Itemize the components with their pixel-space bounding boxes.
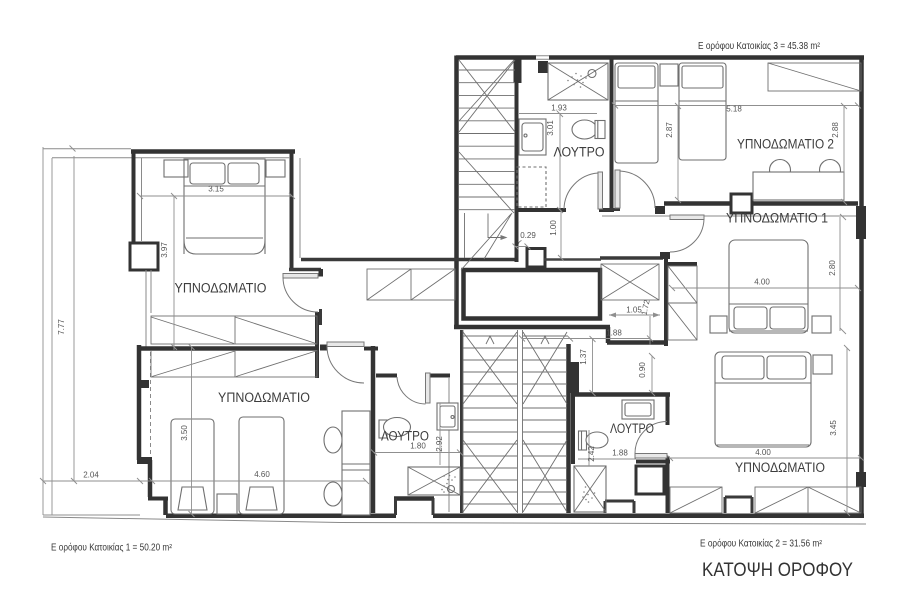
svg-text:2.04: 2.04 xyxy=(83,471,99,480)
svg-text:3.01: 3.01 xyxy=(546,120,555,136)
svg-text:0.90: 0.90 xyxy=(638,362,647,378)
svg-text:4.60: 4.60 xyxy=(254,470,270,479)
svg-text:2.87: 2.87 xyxy=(665,122,674,138)
svg-text:2.88: 2.88 xyxy=(831,122,840,138)
svg-text:ΛΟΥΤΡΟ: ΛΟΥΤΡΟ xyxy=(554,145,605,160)
svg-text:Ε ορόφου Κατοικίας 2 = 31.56 m: Ε ορόφου Κατοικίας 2 = 31.56 m² xyxy=(700,539,823,550)
svg-text:7.77: 7.77 xyxy=(57,319,66,335)
svg-text:3.97: 3.97 xyxy=(160,242,169,258)
svg-text:ΥΠΝΟΔΩΜΑΤΙΟ: ΥΠΝΟΔΩΜΑΤΙΟ xyxy=(218,390,310,405)
svg-text:4.00: 4.00 xyxy=(754,278,770,287)
svg-text:1.88: 1.88 xyxy=(606,329,622,338)
svg-text:1.88: 1.88 xyxy=(612,449,628,458)
svg-text:2.42: 2.42 xyxy=(587,446,596,462)
svg-text:ΛΟΥΤΡΟ: ΛΟΥΤΡΟ xyxy=(610,421,654,436)
svg-text:3.50: 3.50 xyxy=(180,425,189,441)
svg-text:1.00: 1.00 xyxy=(549,220,558,236)
svg-text:2.80: 2.80 xyxy=(828,260,837,276)
svg-text:1.72: 1.72 xyxy=(640,298,652,316)
svg-text:ΥΠΝΟΔΩΜΑΤΙΟ 2: ΥΠΝΟΔΩΜΑΤΙΟ 2 xyxy=(737,137,834,152)
svg-text:ΥΠΝΟΔΩΜΑΤΙΟ 1: ΥΠΝΟΔΩΜΑΤΙΟ 1 xyxy=(726,211,828,226)
svg-text:ΥΠΝΟΔΩΜΑΤΙΟ: ΥΠΝΟΔΩΜΑΤΙΟ xyxy=(175,281,267,296)
svg-text:3.15: 3.15 xyxy=(208,185,224,194)
svg-text:0.29: 0.29 xyxy=(520,231,536,240)
svg-text:ΚΑΤΟΨΗ ΟΡΟΦΟΥ: ΚΑΤΟΨΗ ΟΡΟΦΟΥ xyxy=(702,559,853,581)
svg-text:1.80: 1.80 xyxy=(410,442,426,451)
svg-text:Ε ορόφου Κατοικίας 1 = 50.20 m: Ε ορόφου Κατοικίας 1 = 50.20 m² xyxy=(51,543,173,554)
svg-text:1.93: 1.93 xyxy=(551,104,567,113)
svg-text:4.00: 4.00 xyxy=(755,448,771,457)
svg-text:2.92: 2.92 xyxy=(435,436,444,452)
svg-text:Ε ορόφου Κατοικίας 3 = 45.38 m: Ε ορόφου Κατοικίας 3 = 45.38 m² xyxy=(698,41,821,52)
svg-text:ΥΠΝΟΔΩΜΑΤΙΟ: ΥΠΝΟΔΩΜΑΤΙΟ xyxy=(735,460,825,475)
svg-text:1.37: 1.37 xyxy=(579,349,588,365)
svg-text:ΛΟΥΤΡΟ: ΛΟΥΤΡΟ xyxy=(381,429,429,444)
svg-text:3.45: 3.45 xyxy=(829,420,838,436)
svg-text:5.18: 5.18 xyxy=(726,105,742,114)
svg-text:1.05: 1.05 xyxy=(626,306,642,315)
